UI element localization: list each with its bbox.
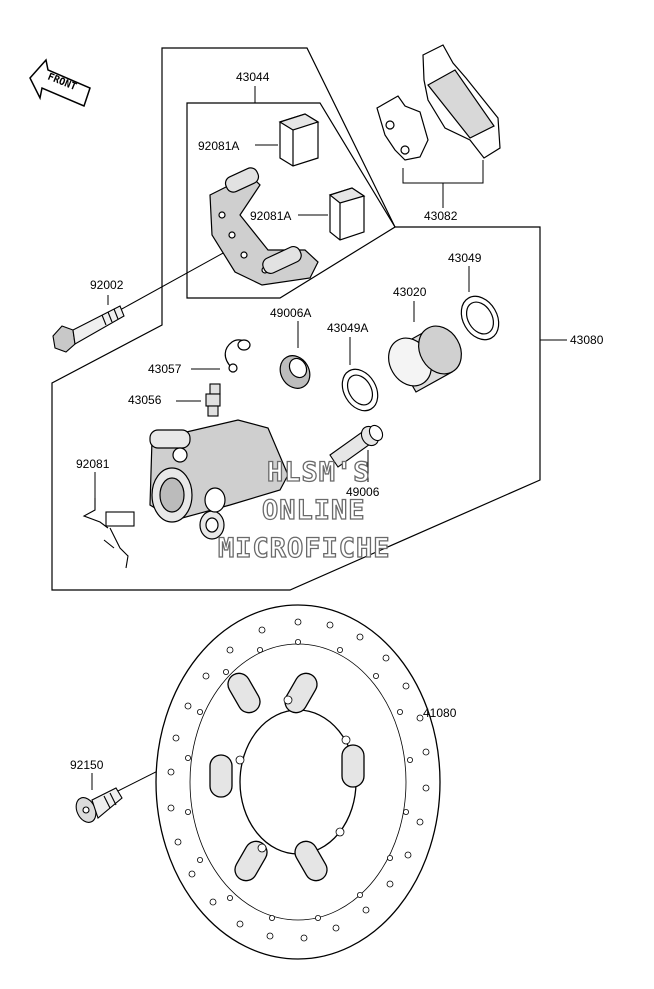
label-49006: 49006: [346, 485, 380, 499]
watermark-line1: HLSM'S: [267, 457, 371, 488]
piston: [388, 325, 462, 393]
pin-boot: [279, 355, 311, 389]
label-92081A-lower: 92081A: [250, 209, 291, 223]
label-43049: 43049: [448, 251, 482, 265]
caliper-bracket: [209, 167, 319, 286]
label-92002: 92002: [90, 278, 124, 292]
brake-disc: [155, 604, 441, 960]
front-arrow-icon: FRONT: [29, 58, 91, 108]
pad-spring-lower: [328, 187, 366, 241]
bracket-frame: [186, 102, 396, 299]
label-43080: 43080: [570, 333, 604, 347]
label-92150: 92150: [70, 758, 104, 772]
part-labels: 43044 92081A 92081A 43082 92002 49006A 4…: [70, 70, 604, 772]
label-92081: 92081: [76, 457, 110, 471]
pad-spring-upper: [278, 113, 320, 167]
caliper-pin: [329, 424, 384, 468]
disc-bolt: [75, 787, 123, 823]
label-92081A-upper: 92081A: [198, 139, 239, 153]
watermark: HLSM'S ONLINE MICROFICHE: [217, 456, 391, 564]
label-43049A: 43049A: [327, 321, 368, 335]
watermark-line3: MICROFICHE: [218, 533, 391, 564]
label-41080: 41080: [423, 706, 457, 720]
caliper-assembly-frame: [51, 47, 541, 591]
caliper-body: [149, 419, 289, 540]
label-43020: 43020: [393, 285, 427, 299]
disc-holes: [167, 618, 430, 942]
retaining-spring: [82, 498, 135, 569]
label-43044: 43044: [236, 70, 270, 84]
label-49006A: 49006A: [270, 306, 311, 320]
dust-seal: [341, 368, 379, 412]
bracket-bolt: [52, 305, 125, 353]
label-43057: 43057: [148, 362, 182, 376]
brake-pads: [376, 44, 501, 161]
bleeder-cap: [224, 339, 251, 373]
label-43082: 43082: [424, 209, 458, 223]
label-43056: 43056: [128, 393, 162, 407]
bleeder-valve: [205, 383, 221, 417]
watermark-line2: ONLINE: [262, 495, 366, 526]
piston-seal: [460, 295, 500, 341]
